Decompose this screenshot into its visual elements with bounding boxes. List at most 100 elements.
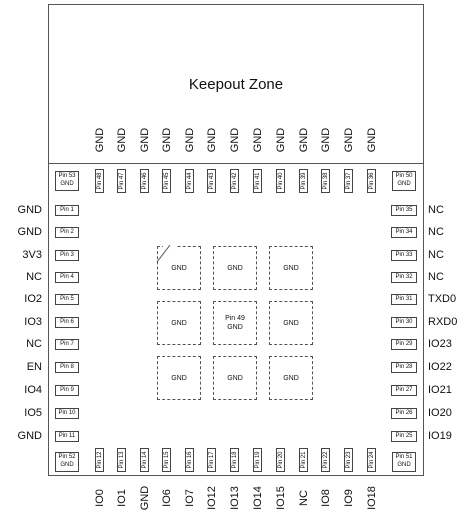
label-text: IO0	[94, 489, 106, 507]
bottom-pin-box: Pin 14	[140, 448, 149, 472]
top-pin-box: Pin 40	[276, 169, 285, 193]
corner-pin-top-left: Pin 53 GND	[55, 171, 79, 191]
left-pin-box: Pin 3	[55, 250, 79, 261]
pad-signal-label: GND	[171, 319, 187, 327]
pad-signal-label: GND	[283, 264, 299, 272]
pad-signal-label: GND	[283, 319, 299, 327]
left-pin-box: Pin 5	[55, 294, 79, 305]
label-text: GND	[366, 127, 378, 153]
top-pin-box: Pin 38	[321, 169, 330, 193]
label-text: Pin 14	[141, 451, 148, 469]
left-pin-box: Pin 11	[55, 431, 79, 442]
label-text: Pin 15	[163, 451, 170, 469]
bottom-pin-box: Pin 13	[117, 448, 126, 472]
bottom-pin-box: Pin 18	[230, 448, 239, 472]
right-signal-label: NC	[428, 226, 444, 238]
right-signal-label: IO22	[428, 361, 452, 373]
label-text: GND	[94, 127, 106, 153]
label-text: GND	[116, 127, 128, 153]
corner-pin-label: Pin 51	[395, 454, 413, 460]
label-text: GND	[229, 127, 241, 153]
label-text: NC	[298, 490, 310, 506]
label-text: Pin 17	[208, 451, 215, 469]
corner-pin-label: Pin 52	[58, 454, 76, 460]
bottom-signal-label: IO18	[365, 480, 379, 516]
label-text: Pin 40	[277, 172, 284, 190]
label-text: Pin 22	[322, 451, 329, 469]
bottom-pin-box: Pin 19	[253, 448, 262, 472]
label-text: Pin 46	[141, 172, 148, 190]
bottom-signal-label: GND	[138, 480, 152, 516]
center-pad: GND	[157, 301, 201, 345]
center-pad: GND	[157, 246, 201, 290]
label-text: IO1	[116, 489, 128, 507]
label-text: GND	[184, 127, 196, 153]
bottom-pin-box: Pin 22	[321, 448, 330, 472]
top-pin-box: Pin 46	[140, 169, 149, 193]
label-text: Pin 39	[300, 172, 307, 190]
right-pin-box: Pin 27	[391, 385, 417, 396]
left-signal-label: NC	[26, 338, 42, 350]
top-signal-label: GND	[160, 122, 174, 158]
label-text: Pin 18	[231, 451, 238, 469]
label-text: IO9	[343, 489, 355, 507]
left-pin-box: Pin 4	[55, 272, 79, 283]
top-signal-label: GND	[365, 122, 379, 158]
label-text: IO14	[252, 486, 264, 510]
left-signal-label: IO2	[24, 293, 42, 305]
corner-pin-label: Pin 50	[395, 173, 413, 179]
label-text: Pin 41	[254, 172, 261, 190]
center-pad: GND	[269, 356, 313, 400]
top-signal-label: GND	[93, 122, 107, 158]
center-pad: GND	[213, 356, 257, 400]
label-text: IO15	[275, 486, 287, 510]
top-pin-box: Pin 44	[185, 169, 194, 193]
left-pin-box: Pin 7	[55, 339, 79, 350]
left-signal-label: IO4	[24, 384, 42, 396]
label-text: GND	[343, 127, 355, 153]
left-signal-label: NC	[26, 271, 42, 283]
right-pin-box: Pin 34	[391, 227, 417, 238]
corner-pin-bottom-left: Pin 52 GND	[55, 452, 79, 472]
label-text: GND	[161, 127, 173, 153]
pad-signal-label: GND	[227, 374, 243, 382]
bottom-pin-box: Pin 23	[344, 448, 353, 472]
corner-pin-label: Pin 53	[58, 173, 76, 179]
top-signal-label: GND	[138, 122, 152, 158]
right-pin-box: Pin 33	[391, 250, 417, 261]
left-pin-box: Pin 1	[55, 205, 79, 216]
left-pin-box: Pin 8	[55, 362, 79, 373]
pad-pin-label: Pin 49	[225, 315, 245, 322]
right-signal-label: NC	[428, 249, 444, 261]
label-text: Pin 23	[345, 451, 352, 469]
label-text: Pin 47	[118, 172, 125, 190]
label-text: Pin 12	[96, 451, 103, 469]
label-text: Pin 48	[96, 172, 103, 190]
label-text: IO6	[161, 489, 173, 507]
top-signal-label: GND	[115, 122, 129, 158]
bottom-signal-label: IO8	[319, 480, 333, 516]
corner-pin-top-right: Pin 50 GND	[392, 171, 416, 191]
bottom-pin-box: Pin 21	[299, 448, 308, 472]
label-text: Pin 42	[231, 172, 238, 190]
left-pin-box: Pin 9	[55, 385, 79, 396]
left-signal-label: GND	[17, 226, 42, 238]
bottom-signal-label: IO13	[228, 480, 242, 516]
left-pin-box: Pin 2	[55, 227, 79, 238]
label-text: Pin 37	[345, 172, 352, 190]
left-signal-label: IO3	[24, 316, 42, 328]
right-signal-label: IO20	[428, 407, 452, 419]
bottom-signal-label: IO1	[115, 480, 129, 516]
bottom-pin-box: Pin 15	[162, 448, 171, 472]
corner-pin-signal: GND	[60, 462, 74, 468]
right-pin-box: Pin 35	[391, 205, 417, 216]
right-signal-label: RXD0	[428, 316, 458, 328]
top-signal-label: GND	[183, 122, 197, 158]
bottom-pin-box: Pin 12	[95, 448, 104, 472]
label-text: IO18	[366, 486, 378, 510]
top-pin-box: Pin 42	[230, 169, 239, 193]
left-pin-box: Pin 10	[55, 408, 79, 419]
top-signal-label: GND	[297, 122, 311, 158]
label-text: GND	[298, 127, 310, 153]
